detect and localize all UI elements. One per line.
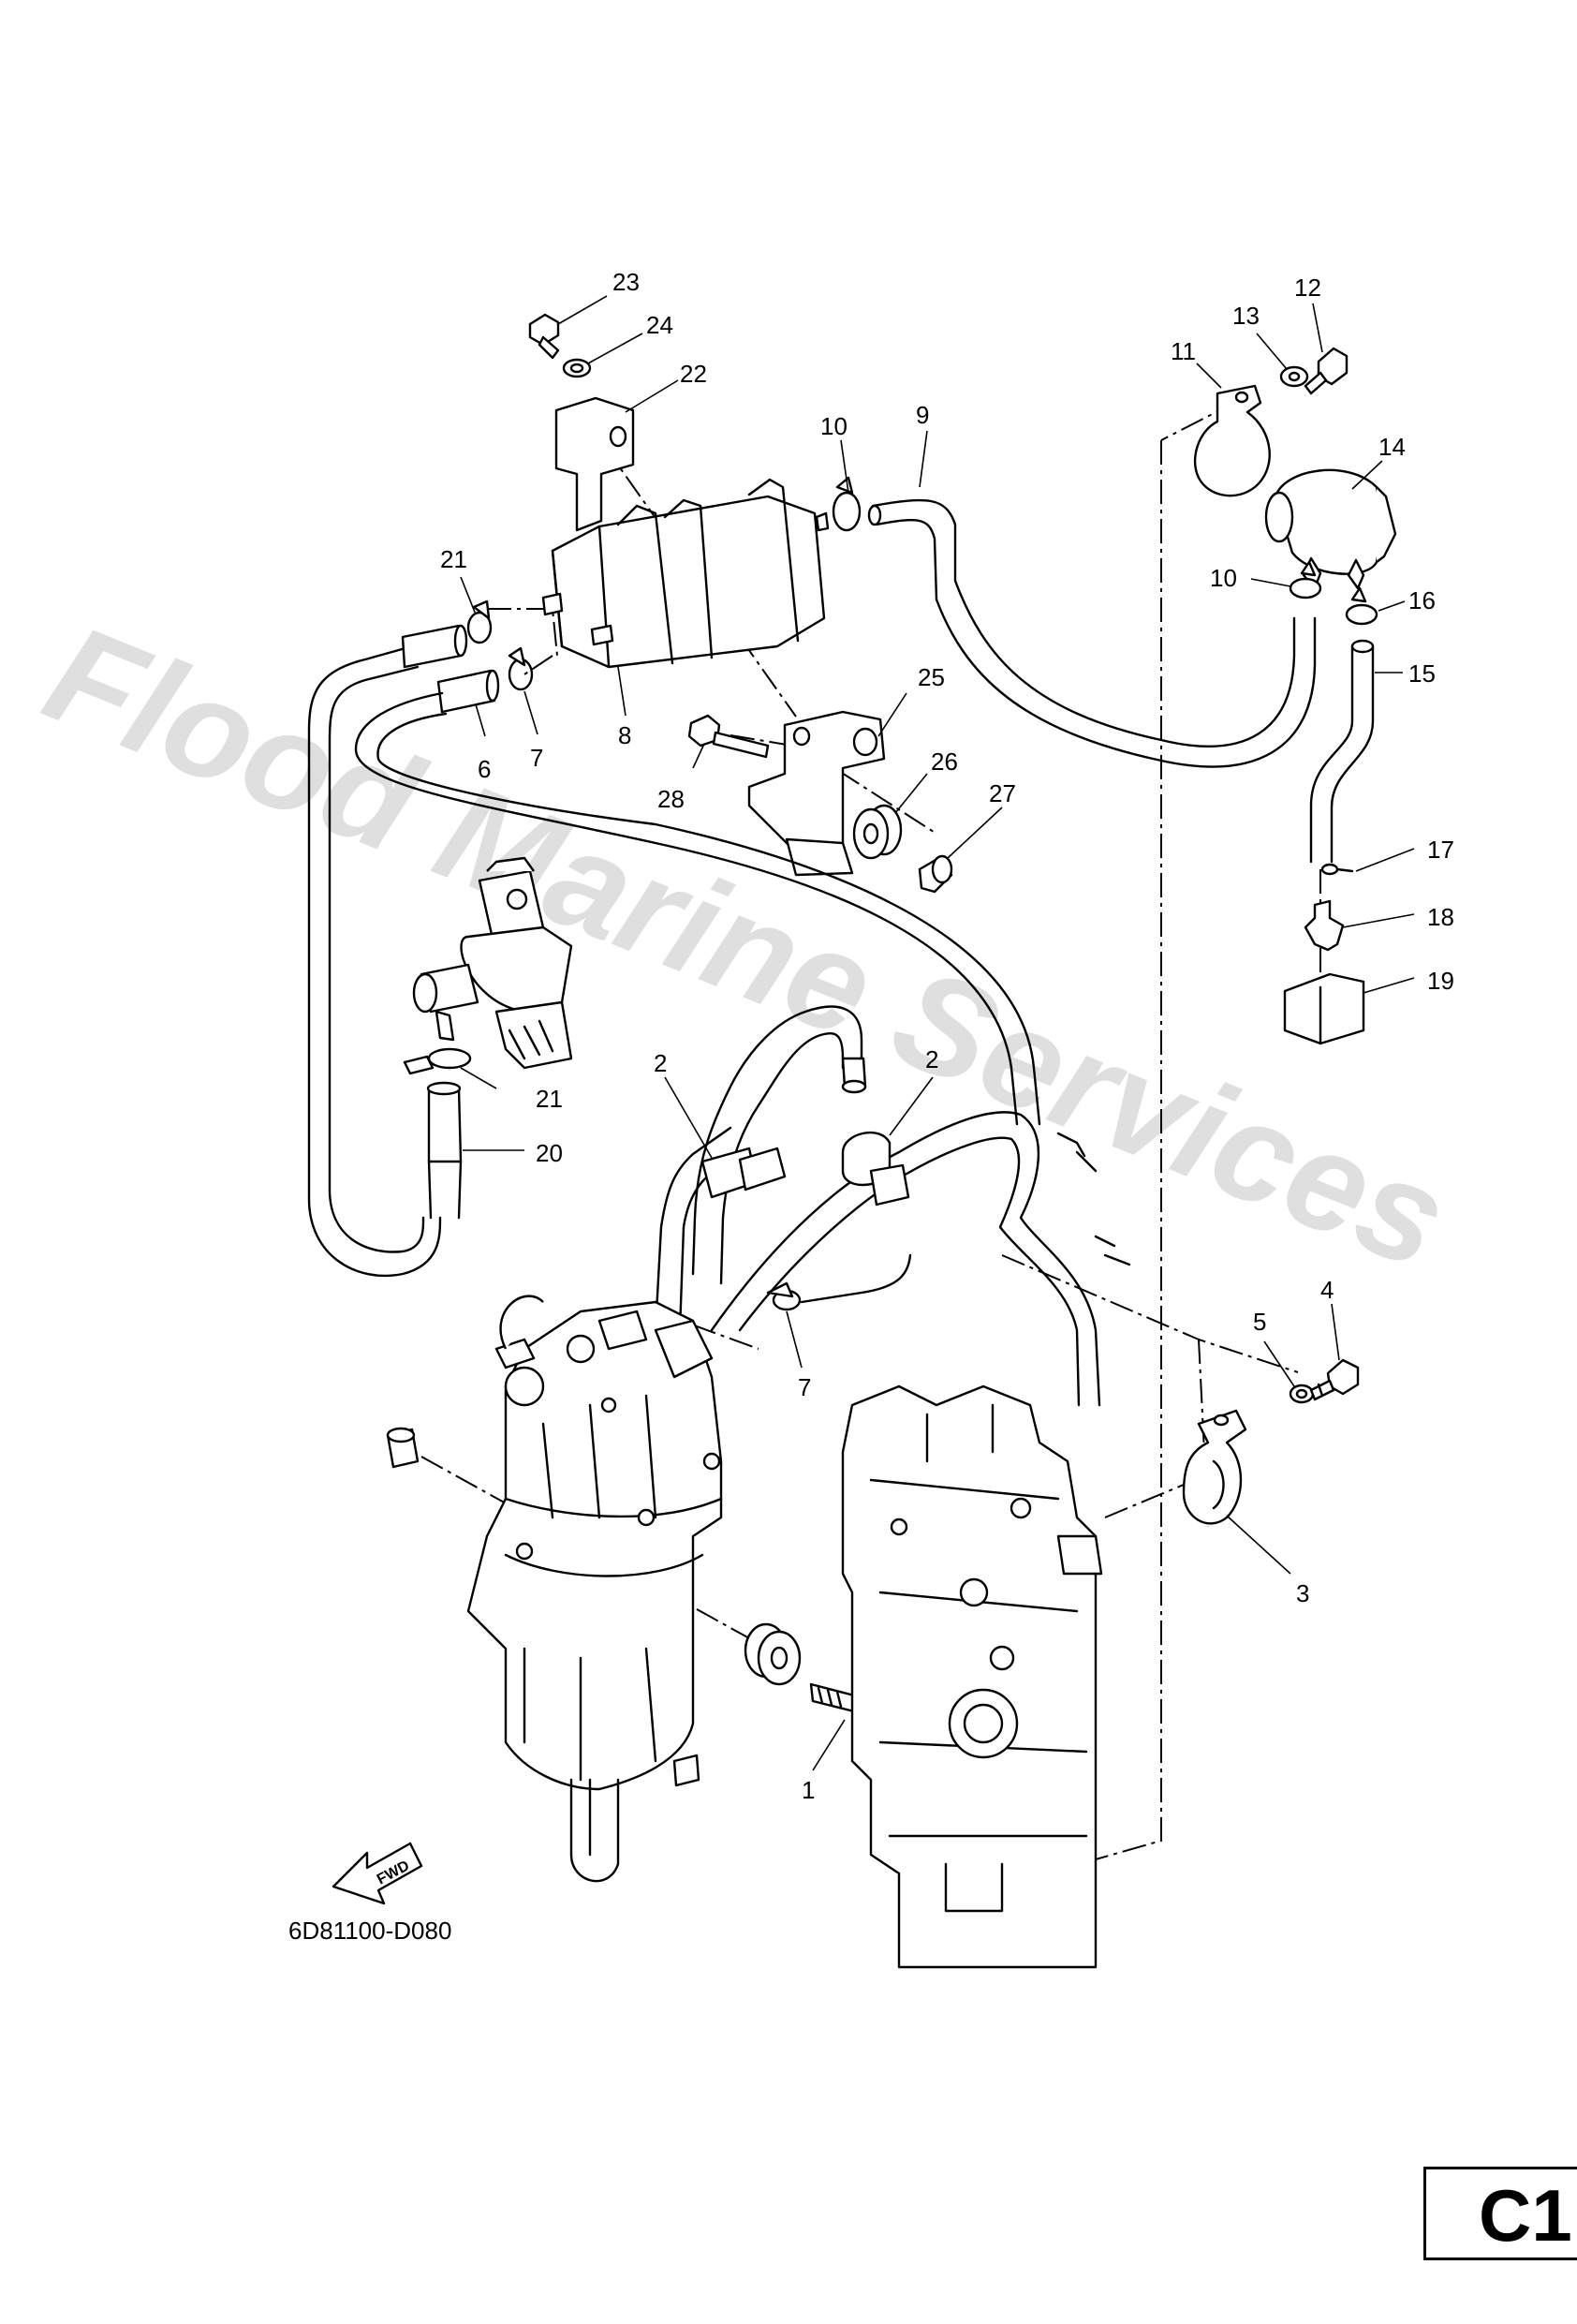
bolt-23 [528, 313, 560, 360]
callout-1: 1 [802, 1776, 815, 1804]
bolt-4 [1309, 1358, 1360, 1401]
leader-lines [460, 295, 1415, 1771]
callout-7-lower: 7 [798, 1373, 811, 1401]
callout-2-left: 2 [654, 1049, 667, 1077]
callout-24: 24 [646, 311, 673, 339]
callout-15: 15 [1408, 659, 1436, 688]
fuel-unit [466, 1295, 723, 1883]
clamp-16 [1345, 586, 1378, 626]
watermark-text: Flood Marine Services [26, 594, 1467, 1298]
callout-4: 4 [1320, 1276, 1334, 1304]
callout-17: 17 [1427, 836, 1454, 864]
hose-2-assembly [654, 1005, 1131, 1407]
clamp-21-upper [466, 600, 493, 644]
callout-10-right: 10 [1210, 564, 1237, 592]
callout-2-right: 2 [925, 1045, 938, 1073]
bracket-25 [747, 710, 886, 877]
drawing-code: 6D81100-D080 [288, 1917, 451, 1945]
callout-19: 19 [1427, 967, 1454, 995]
cylinder-head [841, 1384, 1103, 1969]
callout-5: 5 [1253, 1308, 1266, 1336]
hose-6-loop [307, 624, 1041, 1278]
callout-12: 12 [1294, 274, 1321, 302]
page-tab-label: C1 [1479, 2174, 1572, 2257]
bolt-12 [1304, 347, 1349, 395]
canister-8 [541, 478, 830, 669]
clamp-7-upper [508, 646, 534, 691]
callout-7-upper: 7 [530, 744, 543, 772]
callout-3: 3 [1296, 1579, 1309, 1607]
clamp-3 [1182, 1409, 1247, 1525]
callout-27: 27 [989, 779, 1016, 807]
connector-14 [1264, 468, 1397, 590]
callout-25: 25 [918, 663, 945, 691]
callout-13: 13 [1232, 302, 1260, 330]
callout-10-top: 10 [820, 412, 847, 440]
clamp-10-top [832, 476, 862, 532]
clamp-10-right [1289, 560, 1322, 600]
washer-24 [562, 358, 592, 378]
callout-20: 20 [536, 1139, 563, 1167]
callout-8: 8 [618, 721, 631, 749]
callout-11: 11 [1171, 337, 1196, 365]
clip-11 [1193, 384, 1271, 497]
clamp-21-lower [403, 1047, 472, 1075]
callout-21-upper: 21 [440, 545, 467, 573]
page-tab: C1 [1423, 2167, 1577, 2260]
grommet-26 [852, 804, 903, 860]
callout-22: 22 [680, 360, 707, 388]
callout-6: 6 [478, 755, 491, 783]
clip-17 [1320, 863, 1354, 876]
valve-18 [1304, 899, 1345, 952]
hose-15 [1309, 639, 1375, 864]
callout-numbers: 23 24 22 10 9 12 13 11 14 21 10 16 15 6 … [440, 268, 1454, 1804]
watermark: Flood Marine Services [26, 594, 1467, 1298]
collar-left [386, 1427, 420, 1469]
callout-14: 14 [1378, 433, 1406, 461]
callout-9: 9 [916, 401, 929, 429]
callout-16: 16 [1408, 586, 1436, 614]
callout-23: 23 [612, 268, 640, 296]
callout-28: 28 [657, 785, 685, 813]
hose-20 [426, 1081, 463, 1220]
washer-5 [1289, 1384, 1315, 1404]
bolt-28 [687, 714, 770, 759]
callout-26: 26 [931, 748, 958, 776]
grommet-left [744, 1622, 802, 1686]
collar-27 [918, 854, 953, 894]
callout-18: 18 [1427, 903, 1454, 931]
bracket-22 [554, 396, 635, 532]
hose-9 [867, 498, 1317, 768]
cover-19 [1283, 972, 1365, 1045]
forward-direction-arrow: FWD [332, 1842, 423, 1905]
clamp-7-lower [766, 1253, 912, 1311]
callout-21-lower: 21 [536, 1085, 563, 1113]
pressure-regulator [412, 856, 573, 1070]
washer-13 [1279, 365, 1309, 388]
